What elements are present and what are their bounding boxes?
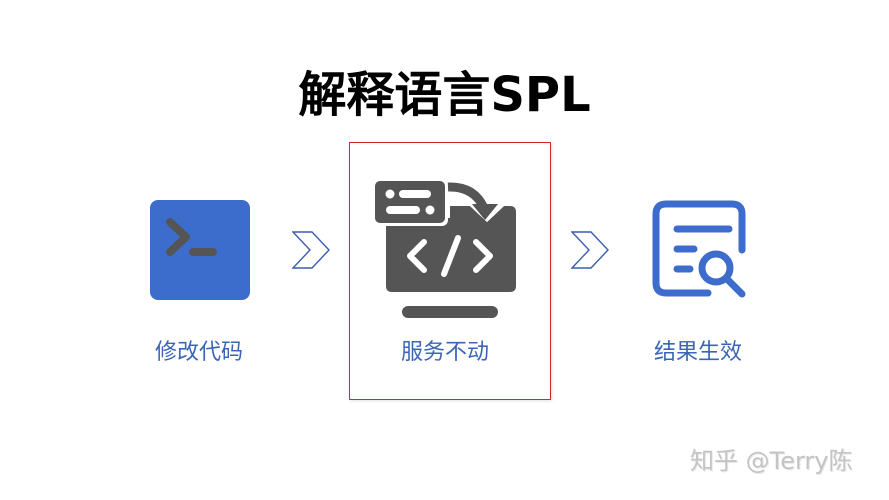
code-deploy-monitor-icon (372, 178, 516, 318)
flow-connector-2 (570, 231, 611, 269)
watermark: 知乎 @Terry陈 (690, 447, 853, 475)
step-label-result-effective: 结果生效 (653, 340, 742, 365)
step-label-service-unchanged: 服务不动 (400, 340, 489, 365)
document-search-icon (652, 200, 746, 298)
chevron-right-icon (570, 231, 609, 269)
step-service-unchanged (372, 178, 517, 321)
step-modify-code (150, 200, 250, 300)
step-result-effective (650, 198, 750, 300)
chevron-right-icon (291, 231, 330, 269)
flow-connector-1 (291, 231, 332, 269)
terminal-icon (150, 200, 250, 300)
step-label-modify-code: 修改代码 (154, 340, 243, 365)
page-title: 解释语言SPL (298, 67, 591, 123)
highlighted-step-box (349, 142, 551, 400)
